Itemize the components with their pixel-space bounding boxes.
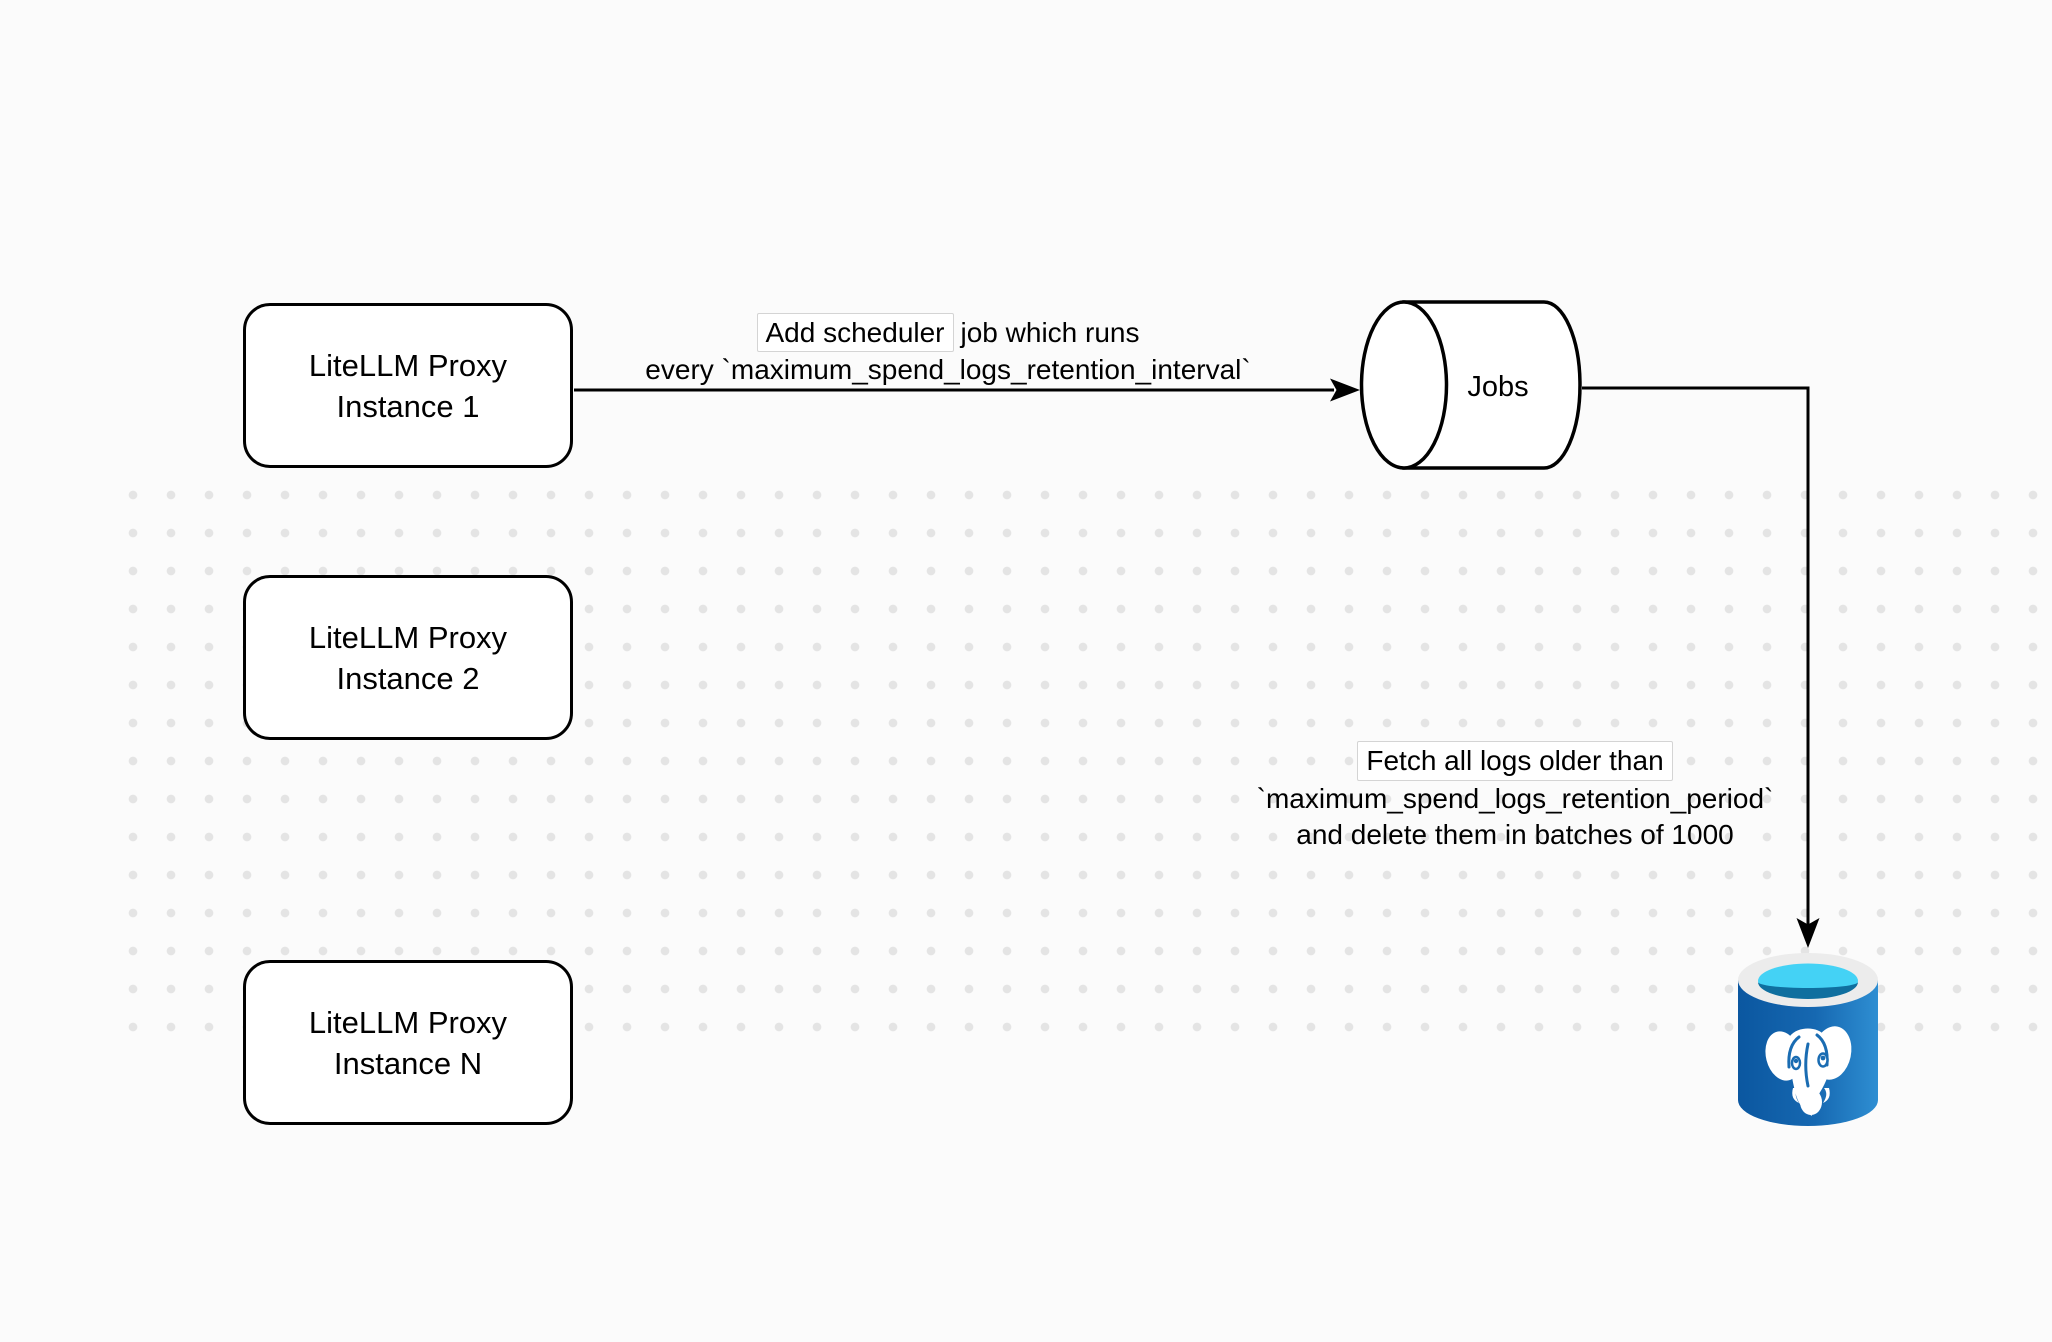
jobs-queue-cylinder [1359,300,1582,470]
node-label-line: LiteLLM Proxy [308,347,508,383]
edge-label-line: Fetch all logs older than [1215,741,1815,781]
edge-label-line: every `maximum_spend_logs_retention_inte… [645,354,1251,385]
proxy-instance-n-node: LiteLLM Proxy Instance N [243,960,573,1125]
node-label-line: LiteLLM Proxy [308,619,508,655]
label-background-chip: Fetch all logs older than [1357,741,1673,781]
postgresql-database-icon [1738,953,1878,1126]
node-label-line: LiteLLM Proxy [308,1004,508,1040]
edge-label-line: `maximum_spend_logs_retention_period` [1256,783,1774,814]
postgres-elephant-icon [1765,1026,1852,1116]
edge-label-fetch-delete: Fetch all logs older than `maximum_spend… [1215,741,1815,853]
node-label-line: Instance 2 [336,660,480,696]
node-label-line: Instance 1 [336,388,480,424]
proxy-instance-1-node: LiteLLM Proxy Instance 1 [243,303,573,468]
label-background-chip: Add scheduler [756,313,954,352]
jobs-queue-label: Jobs [1467,371,1529,403]
edge-label-line: and delete them in batches of 1000 [1296,819,1734,850]
proxy-instance-2-node: LiteLLM Proxy Instance 2 [243,575,573,740]
node-label-line: Instance N [333,1045,483,1081]
